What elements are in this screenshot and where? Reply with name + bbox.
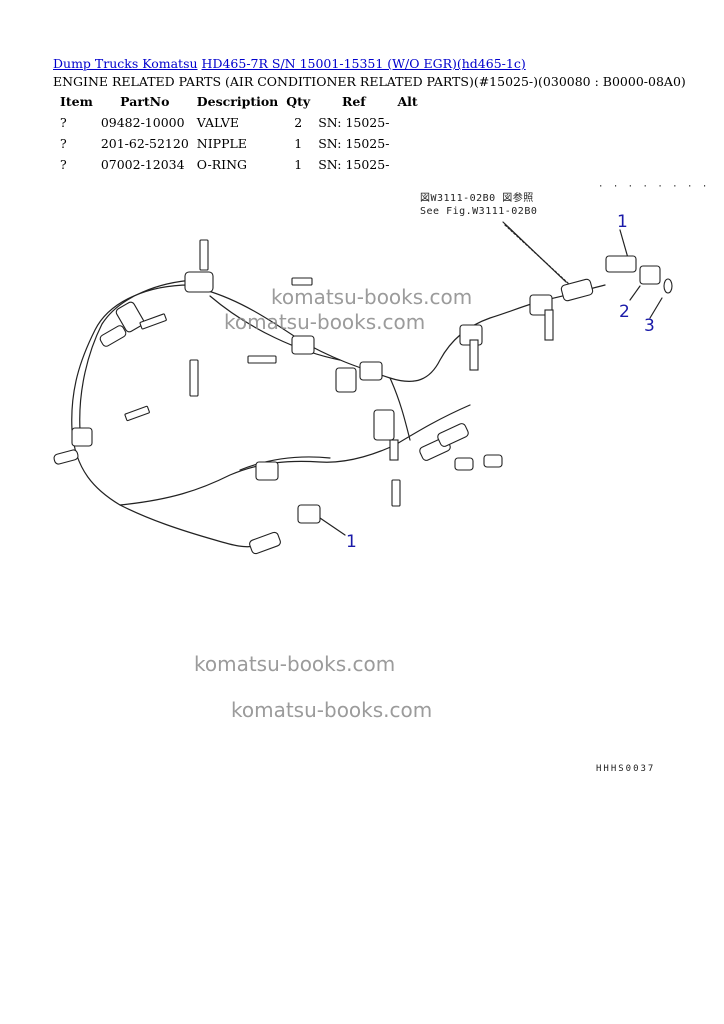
hose-line: [389, 377, 411, 441]
breadcrumb-link-model[interactable]: HD465-7R S/N 15001-15351 (W/O EGR)(hd465…: [201, 56, 526, 71]
cell-description: VALVE: [196, 115, 239, 130]
callout-number: 1: [617, 212, 628, 232]
cell-ref: SN: 15025-: [318, 157, 390, 172]
clamp: [115, 301, 145, 333]
column-header-alt: Alt: [397, 94, 418, 109]
column-header-qty: Qty: [286, 94, 311, 109]
cell-qty: 2: [294, 115, 303, 130]
clamp: [255, 461, 279, 481]
table-row: ? 201-62-52120 NIPPLE 1 SN: 15025-: [56, 134, 422, 155]
hose-line: [119, 404, 471, 506]
hose-line: [71, 284, 256, 548]
hose-end: [99, 325, 127, 347]
parts-table: Item PartNo Description Qty Ref Alt ? 09…: [56, 92, 422, 176]
breadcrumb: Dump Trucks Komatsu HD465-7R S/N 15001-1…: [53, 56, 526, 71]
cell-ref: SN: 15025-: [318, 136, 390, 151]
valve: [605, 255, 637, 273]
hose-end: [483, 454, 503, 468]
bracket: [544, 309, 554, 341]
hose-end: [53, 449, 79, 465]
cell-qty: 1: [294, 136, 303, 151]
clamp: [359, 361, 383, 381]
table-row: ? 07002-12034 O-RING 1 SN: 15025-: [56, 155, 422, 176]
clamp: [335, 367, 357, 393]
bolt: [291, 277, 313, 286]
hose-line: [209, 295, 341, 361]
breadcrumb-link-category[interactable]: Dump Trucks Komatsu: [53, 56, 198, 71]
leader-line: [649, 297, 663, 319]
dotted-mark: · · · · · · · ·: [598, 182, 710, 192]
bolt: [189, 359, 199, 397]
hose-end: [454, 457, 474, 471]
reference-note-line-1: 図W3111-02B0 図参照: [420, 193, 534, 204]
column-header-ref: Ref: [341, 94, 366, 109]
cell-partno: 201-62-52120: [100, 136, 189, 151]
clamp: [373, 409, 395, 441]
callout-number: 1: [346, 532, 357, 552]
hose-end: [560, 278, 594, 302]
leader-line: [619, 229, 629, 259]
cell-item: ?: [60, 115, 67, 130]
clamp: [291, 335, 315, 355]
clamp: [71, 427, 93, 447]
bolt: [124, 405, 150, 422]
nipple: [639, 265, 661, 285]
valve: [297, 504, 321, 524]
cell-ref: SN: 15025-: [318, 115, 390, 130]
table-header-row: Item PartNo Description Qty Ref Alt: [56, 92, 422, 113]
cell-item: ?: [60, 136, 67, 151]
callout-number: 3: [644, 316, 655, 336]
bracket: [469, 339, 479, 371]
cell-partno: 07002-12034: [100, 157, 185, 172]
cell-partno: 09482-10000: [100, 115, 185, 130]
hose-line: [239, 456, 331, 471]
column-header-partno: PartNo: [120, 94, 170, 109]
cell-qty: 1: [294, 157, 303, 172]
bracket: [389, 439, 399, 461]
bolt: [139, 313, 167, 330]
hose-end: [437, 423, 469, 447]
leader-line: [629, 285, 641, 301]
leader-line: [502, 221, 567, 283]
hose-line: [79, 279, 196, 431]
reference-note: 図W3111-02B0 図参照 See Fig.W3111-02B0: [420, 192, 537, 218]
watermark: komatsu-books.com: [231, 698, 433, 722]
o-ring: [663, 278, 673, 294]
watermark: komatsu-books.com: [224, 310, 426, 334]
page-title: ENGINE RELATED PARTS (AIR CONDITIONER RE…: [53, 74, 686, 89]
callout-number: 2: [619, 302, 630, 322]
column-header-description: Description: [196, 94, 279, 109]
figure-code: HHHS0037: [596, 764, 656, 774]
table-row: ? 09482-10000 VALVE 2 SN: 15025-: [56, 113, 422, 134]
watermark: komatsu-books.com: [194, 652, 396, 676]
column-header-item: Item: [60, 94, 93, 109]
leader-line: [319, 517, 346, 536]
clamp: [184, 271, 214, 293]
cell-description: NIPPLE: [196, 136, 247, 151]
bolt: [391, 479, 401, 507]
bolt: [247, 355, 277, 364]
hose-end: [249, 531, 281, 555]
reference-note-line-2: See Fig.W3111-02B0: [420, 206, 538, 217]
watermark: komatsu-books.com: [271, 285, 473, 309]
cell-item: ?: [60, 157, 67, 172]
cell-description: O-RING: [196, 157, 247, 172]
bolt: [199, 239, 209, 271]
